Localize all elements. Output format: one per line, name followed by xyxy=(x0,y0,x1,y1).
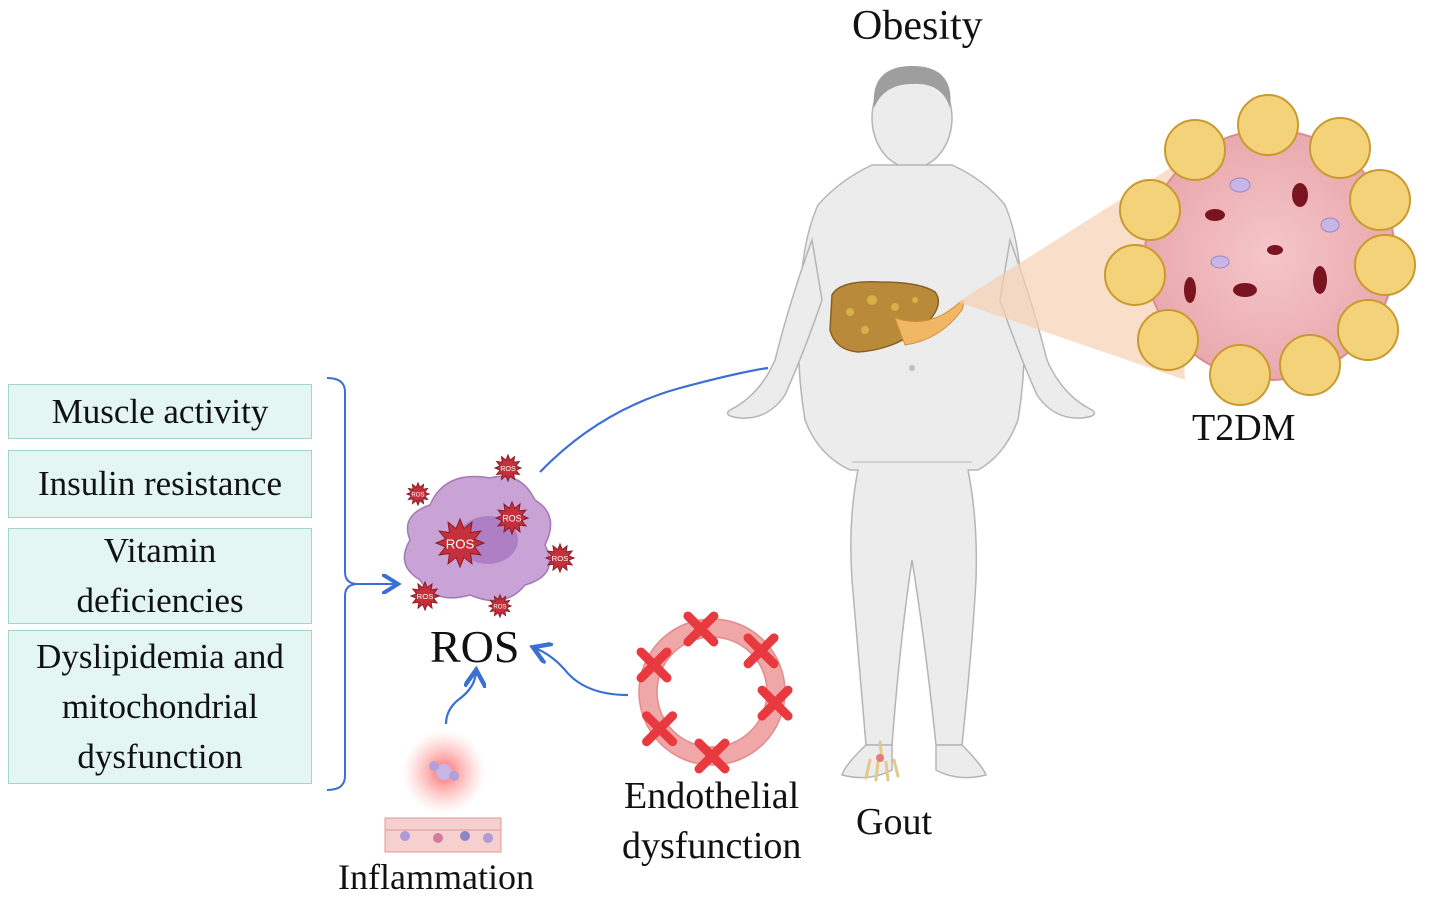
adipocyte xyxy=(1337,299,1399,361)
gout-joint-icon xyxy=(864,740,900,782)
factor-line: mitochondrial xyxy=(61,687,259,726)
vessel-wall-inner xyxy=(656,636,768,748)
factor-line: Vitamin xyxy=(103,531,217,570)
adipocyte xyxy=(1164,119,1226,181)
adipocyte-ring xyxy=(1104,94,1416,406)
right-foot xyxy=(935,744,988,779)
ros-cell-illustration: ROS ROS ROS ROS ROS ROS ROS xyxy=(403,453,576,619)
adipocyte xyxy=(1279,334,1341,396)
immune-cluster xyxy=(429,761,439,771)
immune-cluster xyxy=(449,771,459,781)
torso xyxy=(797,164,1025,746)
adipocyte xyxy=(1309,117,1371,179)
cross-mark xyxy=(683,611,719,647)
gout-label: Gout xyxy=(856,801,932,843)
cross-marks xyxy=(636,611,793,774)
factor-line: deficiencies xyxy=(76,581,244,620)
factor-line: dysfunction xyxy=(77,737,243,776)
adipocyte xyxy=(1349,169,1411,231)
ros-star-text: ROS xyxy=(493,603,506,610)
fat-droplet xyxy=(891,303,899,311)
tissue-cell xyxy=(433,833,443,843)
factor-line: Insulin resistance xyxy=(38,464,282,503)
factor-line: Dyslipidemia and xyxy=(36,637,284,676)
fat-droplet xyxy=(867,295,877,305)
ros-star-text: ROS xyxy=(502,514,521,524)
navel xyxy=(909,365,915,371)
ros-star-text: ROS xyxy=(411,491,424,498)
adipocyte xyxy=(1209,344,1271,406)
factor-muscle-activity: Muscle activity xyxy=(8,384,312,439)
factor-vitamin-deficiencies: Vitamin deficiencies xyxy=(8,528,312,624)
immune-cluster xyxy=(436,764,452,780)
ros-to-obesity-link xyxy=(539,366,769,473)
inflammation-label: Inflammation xyxy=(338,857,534,897)
fat-droplet xyxy=(846,308,854,316)
ros-star-icon: ROS xyxy=(409,580,441,612)
ros-label: ROS xyxy=(430,621,520,672)
ros-star-icon: ROS xyxy=(493,453,523,483)
adipocyte xyxy=(1237,94,1299,156)
ros-star-icon: ROS xyxy=(544,542,576,574)
tissue-cell xyxy=(400,831,410,841)
hair xyxy=(873,66,951,108)
factor-dyslipidemia: Dyslipidemia and mitochondrial dysfuncti… xyxy=(8,630,312,784)
cross-mark xyxy=(743,633,779,669)
inflammation-to-ros-arrow xyxy=(444,672,476,725)
endothelial-to-ros-arrow xyxy=(535,648,629,697)
adipocyte xyxy=(1104,244,1166,306)
damaged-cells xyxy=(1184,183,1327,303)
factor-line: Muscle activity xyxy=(51,391,269,431)
adipocyte xyxy=(1354,234,1416,296)
fatty-liver-illustration xyxy=(829,281,965,353)
fat-droplet xyxy=(861,326,869,334)
ros-star-icon: ROS xyxy=(434,517,486,569)
fat-droplet xyxy=(912,297,918,303)
cross-mark xyxy=(636,647,672,683)
t2dm-tissue-illustration xyxy=(1104,94,1416,406)
endothelial-label-line2: dysfunction xyxy=(622,825,802,867)
ros-star-text: ROS xyxy=(552,554,569,563)
endothelial-label-line1: Endothelial xyxy=(624,775,800,817)
left-arm xyxy=(726,237,823,419)
cross-mark xyxy=(757,685,793,721)
ros-star-icon: ROS xyxy=(405,481,431,507)
factor-insulin-resistance: Insulin resistance xyxy=(8,450,312,518)
ros-star-text: ROS xyxy=(500,464,516,473)
ros-star-text: ROS xyxy=(417,592,434,601)
immune-cells xyxy=(1210,177,1340,269)
inflammation-illustration xyxy=(384,730,502,853)
t2dm-label: T2DM xyxy=(1192,407,1296,449)
factors-bracket xyxy=(326,377,359,791)
adipocyte xyxy=(1119,179,1181,241)
ros-star-text: ROS xyxy=(446,536,475,551)
ros-star-icon: ROS xyxy=(494,500,530,536)
endothelial-vessel-illustration xyxy=(636,611,793,774)
obesity-label: Obesity xyxy=(852,3,983,49)
tissue-cell xyxy=(483,833,493,843)
ros-star-icon: ROS xyxy=(487,593,513,619)
cross-mark xyxy=(694,738,730,774)
ros-star-group: ROS ROS ROS ROS ROS ROS ROS xyxy=(405,453,576,619)
tissue-cell xyxy=(460,831,470,841)
cross-mark xyxy=(642,711,678,747)
adipocyte xyxy=(1137,309,1199,371)
